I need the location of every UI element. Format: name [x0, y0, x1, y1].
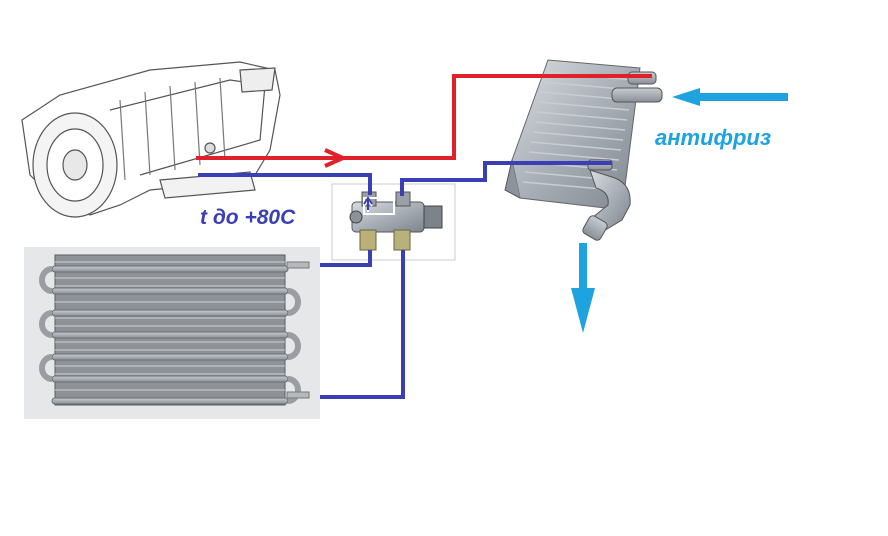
heat-exchanger	[504, 59, 663, 241]
hot-line-path	[196, 74, 652, 160]
hot-oil-line	[196, 74, 652, 168]
return-line-transmission	[198, 173, 372, 195]
coolant-arrows	[571, 88, 788, 333]
tube-fin-cooler	[24, 247, 320, 419]
coolant-label: антифриз	[655, 125, 772, 150]
return-line-exchanger	[400, 161, 612, 196]
coolant-outlet-arrow	[571, 243, 595, 333]
cooler-outlet-line	[320, 250, 405, 399]
cooler-inlet-line	[320, 250, 372, 267]
hot-line-arrow	[324, 148, 348, 168]
transmission-drawing	[21, 61, 281, 218]
temperature-label: t до +80С	[200, 206, 296, 229]
cold-oil-lines	[198, 161, 612, 399]
thermostat-valve	[331, 183, 456, 261]
bypass-marker	[363, 196, 373, 210]
coolant-inlet-arrow	[672, 88, 788, 106]
